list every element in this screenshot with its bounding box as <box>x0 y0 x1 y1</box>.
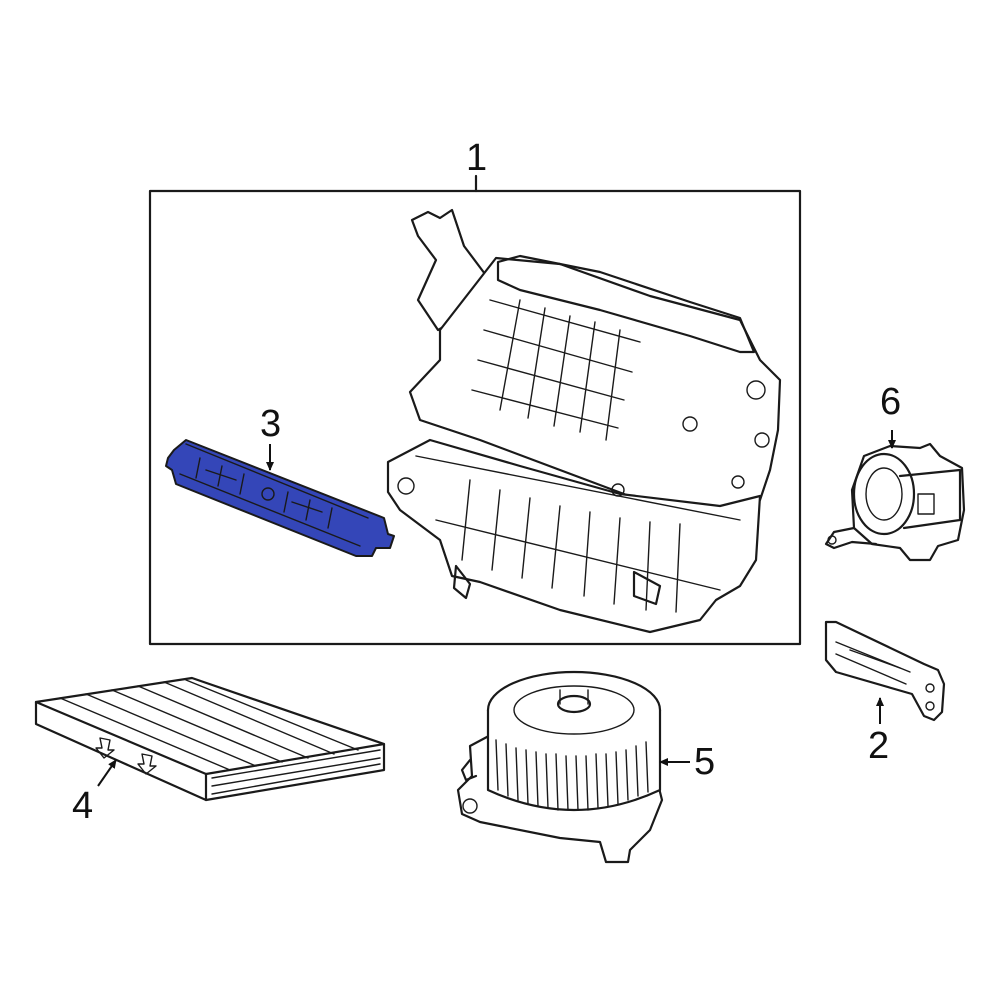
callout-6: 6 <box>880 381 901 423</box>
leader-4 <box>97 759 117 787</box>
mounting-bracket[interactable] <box>824 620 946 722</box>
cabin-air-filter[interactable] <box>34 676 386 802</box>
housing-assembly[interactable] <box>386 208 782 634</box>
callout-5: 5 <box>694 741 715 783</box>
blower-motor[interactable] <box>456 670 664 864</box>
assembly-frame <box>148 174 802 646</box>
filter-cover-highlighted[interactable] <box>165 439 395 557</box>
callout-labels: 1 2 3 4 5 6 <box>72 137 901 827</box>
callout-2: 2 <box>868 725 889 767</box>
callout-3: 3 <box>260 403 281 445</box>
callout-4: 4 <box>72 785 93 827</box>
callout-1: 1 <box>466 137 487 179</box>
actuator[interactable] <box>824 442 966 562</box>
leader-lines <box>97 430 896 787</box>
